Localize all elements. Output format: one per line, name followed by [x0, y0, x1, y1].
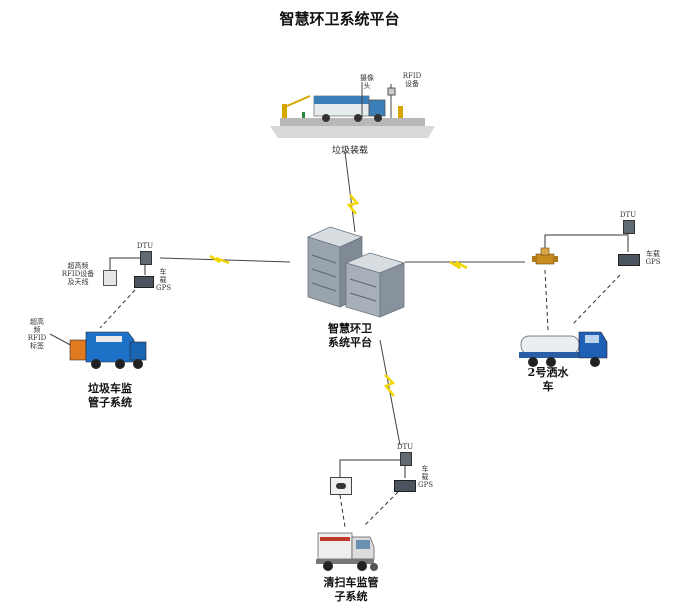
rfid-device-label-line2: 设备 [405, 80, 419, 88]
rfid-device-label-line1: RFID [402, 72, 422, 80]
camera-label-line1: 摄像 [360, 74, 374, 82]
right-dashed-link-1 [544, 269, 549, 331]
loading-label: 垃圾装载 [331, 146, 368, 156]
right-gps-icon [618, 254, 640, 266]
right-caption: 2号洒水 车 [513, 366, 583, 394]
left-gps-label-line3: GPS [156, 284, 172, 292]
left-tag-label-line1: 超高 [30, 318, 44, 326]
link-top [344, 151, 356, 233]
street-sweeper-icon [316, 532, 378, 571]
sprinkler-truck [515, 322, 615, 370]
bottom-caption: 清扫车监管 子系统 [306, 576, 396, 604]
diagram-title: 智慧环卫系统平台 [279, 10, 400, 28]
left-gps-label: 车 载 GPS [156, 268, 172, 292]
left-tag-label-line3: RFID [27, 334, 47, 342]
left-reader-label: 超高频 RFID设备 及天线 [58, 262, 98, 286]
sprinkler-truck-icon [519, 331, 608, 367]
left-rfid-reader-icon [103, 270, 117, 286]
right-dtu-icon [623, 220, 635, 234]
garbage-truck [49, 322, 150, 372]
lightning-top-icon [346, 194, 360, 215]
left-tag-label-line2: 频 [33, 326, 41, 334]
right-gps-label: 车载 GPS [642, 250, 664, 266]
left-gps-icon [134, 276, 154, 288]
right-gps-label-line1: 车载 [646, 250, 660, 258]
loading-scene-image [270, 82, 435, 138]
left-gps-label-line1: 车 [159, 268, 167, 276]
camera-lens-icon [336, 483, 346, 489]
left-reader-label-line2: RFID设备 [61, 270, 95, 278]
bottom-wire [339, 459, 405, 478]
platform-label: 智慧环卫 系统平台 [310, 322, 390, 350]
server-icon [306, 226, 406, 318]
lightning-left-icon [209, 254, 230, 265]
platform-label-line2: 系统平台 [328, 336, 372, 349]
camera-label-line2: 头 [363, 82, 371, 90]
bottom-gps-label: 车 载 GPS [418, 465, 434, 489]
rfid-device-label: RFID 设备 [400, 72, 424, 88]
garbage-truck-icon [49, 331, 147, 369]
right-gps-label-line2: GPS [645, 258, 661, 266]
bottom-dashed-link-2 [364, 491, 399, 526]
bottom-caption-line2: 子系统 [334, 590, 368, 603]
left-caption-line2: 管子系统 [88, 396, 132, 409]
left-dtu-label: DTU [136, 242, 154, 250]
bottom-camera-box [330, 477, 352, 495]
bottom-dashed-link-1 [339, 494, 346, 528]
bottom-gps-label-line3: GPS [418, 481, 434, 489]
bottom-gps-icon [394, 480, 416, 492]
bottom-caption-line1: 清扫车监管 [323, 576, 379, 589]
left-caption-line1: 垃圾车监 [88, 382, 132, 395]
left-reader-label-line3: 及天线 [67, 278, 89, 286]
left-dashed-link [99, 289, 136, 329]
left-dtu-icon [140, 251, 152, 265]
left-gps-label-line2: 载 [159, 276, 167, 284]
lightning-bottom-icon [383, 374, 396, 397]
valve-icon [532, 247, 558, 265]
left-caption: 垃圾车监 管子系统 [70, 382, 150, 410]
bottom-gps-label-line1: 车 [421, 465, 429, 473]
right-dtu-label: DTU [619, 211, 637, 219]
right-wire [544, 228, 629, 248]
camera-label: 摄像 头 [356, 74, 378, 90]
right-caption-line1: 2号洒水 [527, 366, 569, 379]
right-caption-line2: 车 [542, 380, 554, 393]
right-dashed-link-2 [571, 274, 621, 326]
bottom-gps-label-line2: 载 [421, 473, 429, 481]
left-tag-label-line4: 标签 [30, 342, 44, 350]
bottom-dtu-label: DTU [396, 443, 414, 451]
street-sweeper [310, 525, 380, 573]
flow-valve [532, 246, 558, 270]
bottom-dtu-icon [400, 452, 412, 466]
link-left [159, 257, 291, 263]
server-cluster [300, 225, 410, 320]
left-tag-label: 超高 频 RFID 标签 [26, 318, 48, 350]
left-reader-label-line1: 超高频 [67, 262, 89, 270]
loading-scene [270, 78, 435, 144]
platform-label-line1: 智慧环卫 [328, 322, 372, 335]
lightning-right-icon [449, 260, 468, 270]
